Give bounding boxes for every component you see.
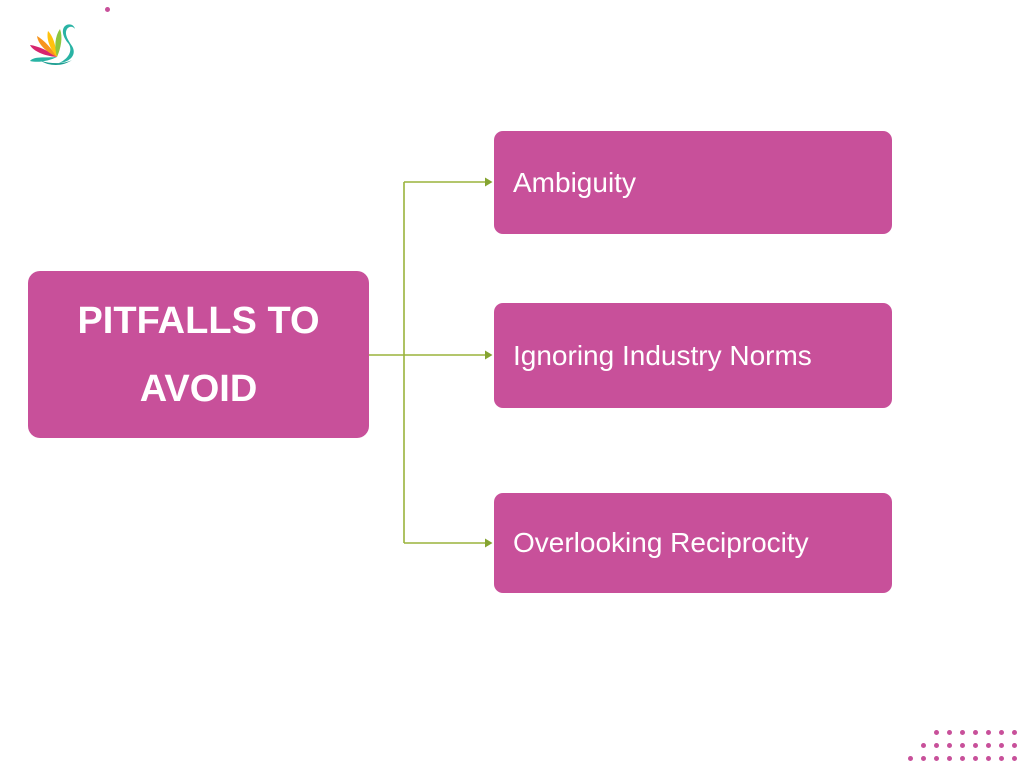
- swan-logo-icon: [30, 24, 75, 65]
- decorative-dot: [973, 743, 978, 748]
- child-node-label: Ignoring Industry Norms: [513, 339, 812, 371]
- decorative-dot: [908, 756, 913, 761]
- decorative-dot: [986, 743, 991, 748]
- arrowhead-icon: [485, 177, 493, 187]
- decorative-dot: [999, 743, 1004, 748]
- child-node-label: Overlooking Reciprocity: [513, 527, 809, 559]
- decorative-dot: [921, 756, 926, 761]
- decorative-dot: [986, 730, 991, 735]
- dot-row: [921, 743, 1017, 748]
- decorative-dot: [934, 743, 939, 748]
- decorative-dot: [947, 743, 952, 748]
- arrowhead-icon: [485, 538, 493, 548]
- decorative-dot: [934, 730, 939, 735]
- decorative-dot: [1012, 730, 1017, 735]
- decorative-dot: [921, 743, 926, 748]
- root-node-label-line2: AVOID: [139, 367, 258, 410]
- decorative-dot: [1012, 743, 1017, 748]
- decorative-dot: [999, 756, 1004, 761]
- corner-dot-pattern: [908, 730, 1017, 761]
- dot-row: [908, 756, 1017, 761]
- decorative-dot: [947, 730, 952, 735]
- decorative-dot: [947, 756, 952, 761]
- decorative-dot: [973, 730, 978, 735]
- decorative-dot: [934, 756, 939, 761]
- decorative-dot: [973, 756, 978, 761]
- dot-row: [934, 730, 1017, 735]
- root-node-label-line1: PITFALLS TO: [77, 299, 320, 342]
- arrowhead-icon: [485, 350, 493, 360]
- child-node-ignoring-industry-norms: Ignoring Industry Norms: [494, 303, 892, 408]
- decorative-dot: [986, 756, 991, 761]
- child-node-overlooking-reciprocity: Overlooking Reciprocity: [494, 493, 892, 593]
- decorative-dot: [999, 730, 1004, 735]
- decorative-dot: [105, 7, 110, 12]
- child-node-label: Ambiguity: [513, 166, 636, 198]
- child-node-ambiguity: Ambiguity: [494, 131, 892, 234]
- decorative-dot: [960, 756, 965, 761]
- root-node-pitfalls-to-avoid: PITFALLS TO AVOID: [28, 271, 369, 438]
- decorative-dot: [960, 743, 965, 748]
- decorative-dot: [1012, 756, 1017, 761]
- decorative-dot: [960, 730, 965, 735]
